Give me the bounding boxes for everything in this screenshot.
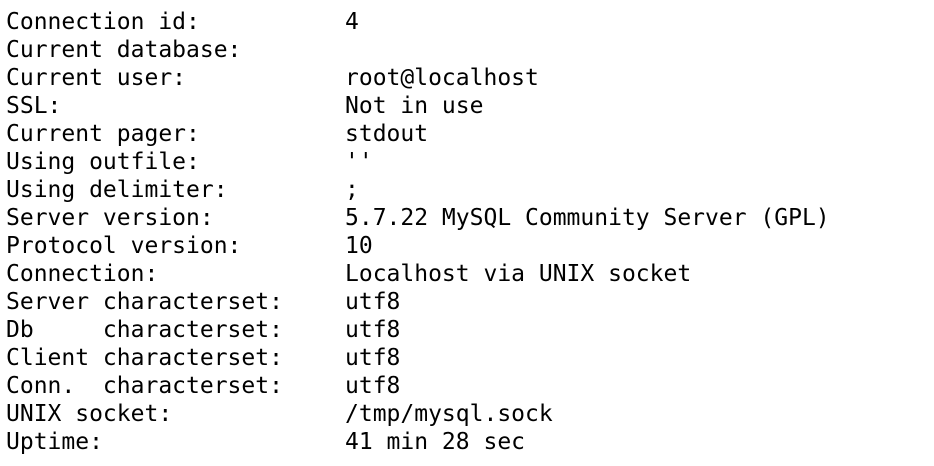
- status-label: Conn. characterset:: [6, 373, 283, 399]
- status-row-server-version: Server version: 5.7.22 MySQL Community Se…: [6, 204, 934, 232]
- status-label: Connection:: [6, 261, 159, 287]
- status-label: Server characterset:: [6, 289, 283, 315]
- status-label: Db characterset:: [6, 317, 283, 343]
- status-label: Current database:: [6, 37, 242, 63]
- status-label: Client characterset:: [6, 345, 283, 371]
- status-value: stdout: [345, 121, 429, 147]
- status-value: utf8: [345, 373, 401, 399]
- status-value: 41 min 28 sec: [345, 429, 526, 455]
- status-row-using-delimiter: Using delimiter:;: [6, 176, 934, 204]
- status-row-current-pager: Current pager: stdout: [6, 120, 934, 148]
- status-label: Current pager:: [6, 121, 200, 147]
- status-value: Localhost via UNIX socket: [345, 261, 692, 287]
- status-row-unix-socket: UNIX socket: /tmp/mysql.sock: [6, 400, 934, 428]
- status-label: Current user:: [6, 65, 187, 91]
- status-value: 10: [345, 233, 373, 259]
- status-label: UNIX socket:: [6, 401, 173, 427]
- status-row-connection: Connection: Localhost via UNIX socket: [6, 260, 934, 288]
- status-row-server-characterset: Server characterset: utf8: [6, 288, 934, 316]
- status-row-protocol-version: Protocol version: 10: [6, 232, 934, 260]
- status-value: 5.7.22 MySQL Community Server (GPL): [345, 205, 830, 231]
- status-value: /tmp/mysql.sock: [345, 401, 553, 427]
- status-label: Using outfile:: [6, 149, 200, 175]
- status-row-connection-id: Connection id: 4: [6, 8, 934, 36]
- status-value: '': [345, 149, 373, 175]
- status-value: utf8: [345, 345, 401, 371]
- status-label: Connection id:: [6, 9, 200, 35]
- status-label: Using delimiter:: [6, 177, 228, 203]
- status-label: Uptime:: [6, 429, 103, 455]
- status-value: 4: [345, 9, 359, 35]
- status-label: SSL:: [6, 93, 62, 119]
- status-value: utf8: [345, 317, 401, 343]
- status-row-db-characterset: Db characterset: utf8: [6, 316, 934, 344]
- status-row-uptime: Uptime: 41 min 28 sec: [6, 428, 934, 456]
- status-value: utf8: [345, 289, 401, 315]
- status-value: ;: [345, 177, 359, 203]
- status-row-conn-characterset: Conn. characterset: utf8: [6, 372, 934, 400]
- status-row-client-characterset: Client characterset: utf8: [6, 344, 934, 372]
- status-value: Not in use: [345, 93, 484, 119]
- status-row-current-user: Current user: root@localhost: [6, 64, 934, 92]
- status-row-ssl: SSL: Not in use: [6, 92, 934, 120]
- status-row-current-database: Current database:: [6, 36, 934, 64]
- status-label: Protocol version:: [6, 233, 242, 259]
- status-value: root@localhost: [345, 65, 539, 91]
- status-row-using-outfile: Using outfile: '': [6, 148, 934, 176]
- status-label: Server version:: [6, 205, 214, 231]
